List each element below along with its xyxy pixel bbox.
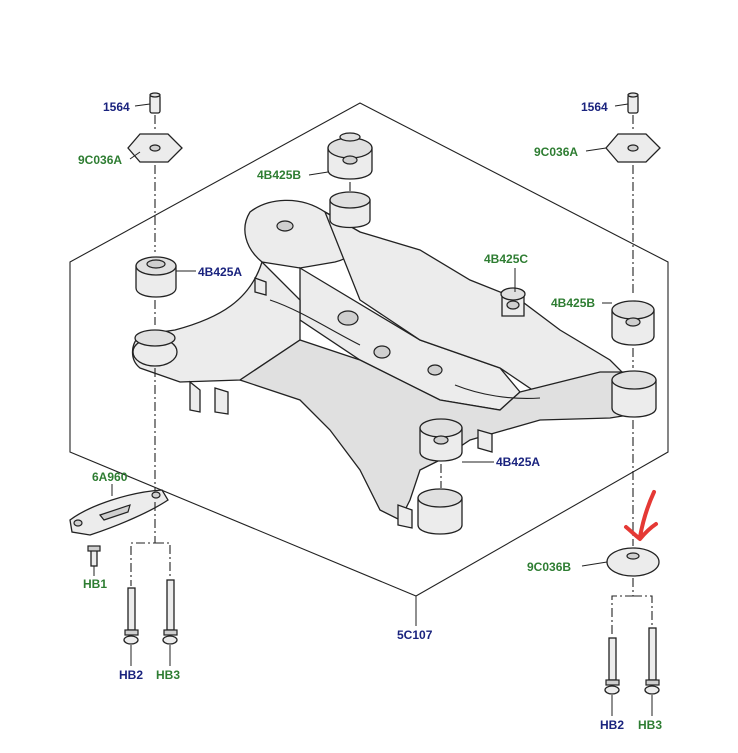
bolt-hb3-right[interactable] [644, 627, 660, 695]
assembly-axis-lines [130, 115, 653, 636]
bush-4b425a-front[interactable] [419, 418, 463, 462]
label-pin-right: 1564 [581, 100, 608, 114]
label-washer: 9C036B [527, 560, 571, 574]
label-bush-top: 4B425B [257, 168, 301, 182]
label-pin-left: 1564 [103, 100, 130, 114]
bolt-hb2-right[interactable] [604, 637, 620, 695]
bush-4b425b-right[interactable] [611, 300, 655, 346]
label-bush-right: 4B425B [551, 296, 595, 310]
assembly-boundary [69, 102, 669, 597]
label-bracket: 6A960 [92, 470, 128, 484]
label-bush-front: 4B425A [496, 455, 540, 469]
label-hb1: HB1 [83, 577, 107, 591]
frame-mount-front [417, 488, 463, 535]
label-plate-right: 9C036A [534, 145, 578, 159]
frame-mount-right [611, 370, 657, 418]
label-hb3-left: HB3 [156, 668, 180, 682]
pin-1564-left[interactable] [149, 92, 161, 114]
label-hb3-right: HB3 [638, 718, 662, 732]
subframe-crossmember[interactable] [131, 199, 652, 529]
bush-4b425c[interactable] [500, 287, 526, 317]
pin-1564-right[interactable] [627, 92, 639, 114]
frame-mount-top [329, 191, 371, 229]
label-plate-left: 9C036A [78, 153, 122, 167]
leader-lines [93, 103, 653, 716]
label-bush-left: 4B425A [198, 265, 242, 279]
label-bush-mid: 4B425C [484, 252, 528, 266]
bolt-hb2-left[interactable] [123, 587, 139, 645]
red-arrow-annotation [624, 490, 658, 541]
label-hb2-right: HB2 [600, 718, 624, 732]
bolt-hb3-left[interactable] [162, 579, 178, 645]
label-hb2-left: HB2 [119, 668, 143, 682]
frame-mount-left [132, 329, 178, 367]
bush-4b425b-top[interactable] [327, 132, 373, 180]
bush-4b425a-left[interactable] [135, 256, 177, 298]
plate-9c036a-right[interactable] [605, 133, 661, 163]
bolt-hb1[interactable] [87, 545, 101, 567]
plate-9c036a-left[interactable] [127, 133, 183, 163]
bracket-6a960[interactable] [69, 489, 169, 536]
label-crossmember: 5C107 [397, 628, 433, 642]
washer-9c036b[interactable] [606, 547, 660, 577]
